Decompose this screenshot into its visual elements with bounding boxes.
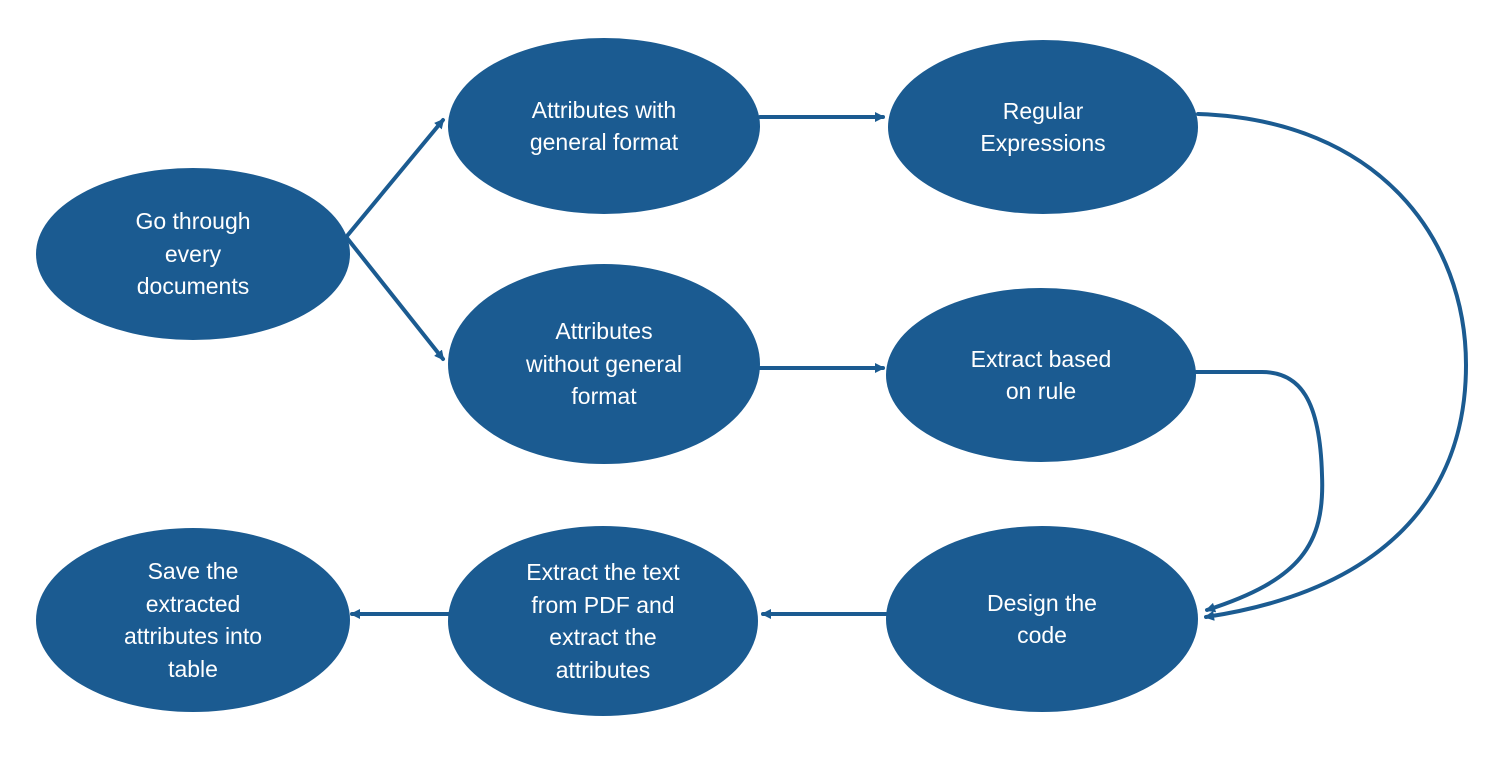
node-extract-text-from-pdf: Extract the text from PDF and extract th… [448, 526, 758, 716]
node-regular-expressions-label: Regular Expressions [980, 97, 1106, 157]
node-extract-based-on-rule-label: Extract based on rule [970, 345, 1112, 405]
node-save-attributes-into-table: Save the extracted attributes into table [36, 528, 350, 712]
arrow-go-to-attributes-no-general [345, 236, 445, 361]
node-design-the-code-label: Design the code [987, 589, 1097, 649]
node-regular-expressions: Regular Expressions [888, 40, 1198, 214]
node-design-the-code: Design the code [886, 526, 1198, 712]
node-save-attributes-into-table-label: Save the extracted attributes into table [123, 558, 263, 682]
node-go-through-documents: Go through every documents [36, 168, 350, 340]
node-attributes-without-general-format: Attributes without general format [448, 264, 760, 464]
node-attributes-with-general-format: Attributes with general format [448, 38, 760, 214]
node-attributes-with-general-format-label: Attributes with general format [529, 96, 679, 156]
node-go-through-documents-label: Go through every documents [135, 208, 251, 300]
node-extract-based-on-rule: Extract based on rule [886, 288, 1196, 462]
arrow-extract-rule-to-design [1194, 370, 1325, 613]
node-attributes-without-general-format-label: Attributes without general format [526, 318, 682, 410]
arrow-go-to-attributes-general [345, 118, 445, 238]
node-extract-text-from-pdf-label: Extract the text from PDF and extract th… [526, 559, 680, 683]
arrow-regex-to-design [1196, 112, 1469, 621]
